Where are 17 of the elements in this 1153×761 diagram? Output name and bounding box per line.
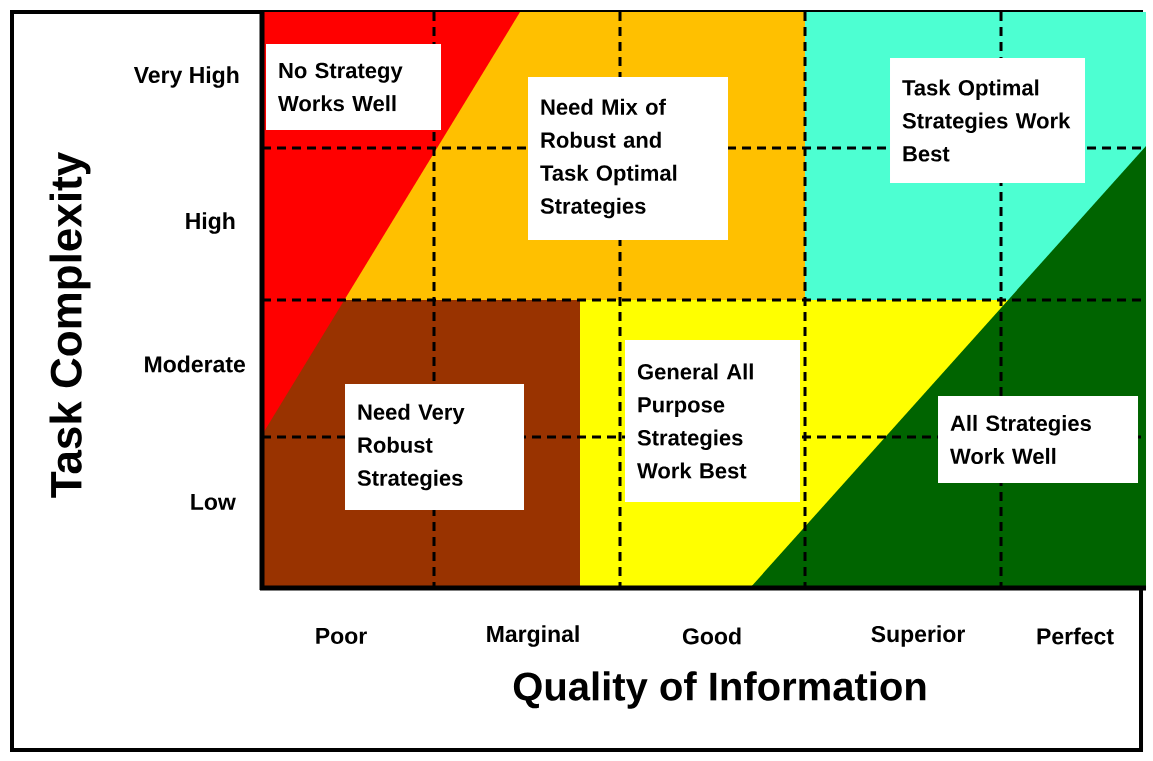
tick-label: High <box>186 212 235 234</box>
tick-label: Very High <box>133 66 239 88</box>
text-box: Need Mix of Robust and Task Optimal Strategies <box>528 77 728 240</box>
tick-label: Good <box>682 627 741 645</box>
tick-label: Perfect <box>1037 627 1114 645</box>
text-box: No Strategy Works Well <box>266 44 441 130</box>
axis-title: Task Complexity <box>49 152 91 498</box>
tick-label: Superior <box>871 625 965 647</box>
text-box: General All Purpose Strategies Work Best <box>625 340 800 502</box>
text-box: Need Very Robust Strategies <box>345 384 524 510</box>
tick-label: Low <box>191 494 236 511</box>
text-box: All Strategies Work Well <box>938 396 1138 483</box>
tick-label: Marginal <box>487 625 579 647</box>
axis-title: Quality of Information <box>513 671 926 709</box>
tick-label: Moderate <box>145 355 245 373</box>
tick-label: Poor <box>316 628 367 645</box>
text-box: Task Optimal Strategies Work Best <box>890 58 1085 183</box>
